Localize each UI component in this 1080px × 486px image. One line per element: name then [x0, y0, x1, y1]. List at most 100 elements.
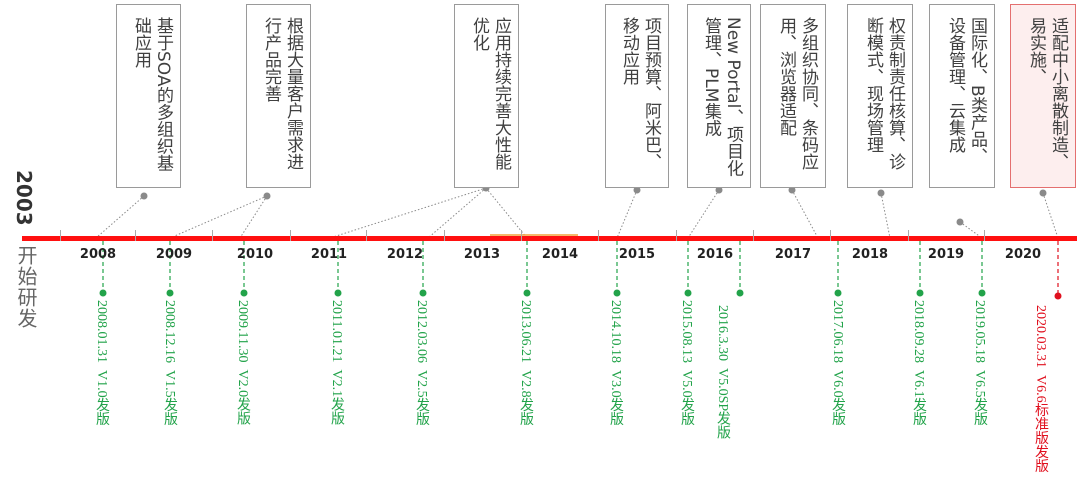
axis-tick: [366, 230, 367, 241]
milestone-box-9: 适配中小离散制造、易实施、: [1010, 4, 1076, 188]
release-dot: [736, 289, 744, 297]
release-version: V2.1发版: [329, 369, 344, 426]
release-dot: [166, 289, 174, 297]
release-version: V6.1发版: [911, 370, 926, 426]
release-date: 2019.05.18: [972, 300, 987, 363]
release-dot: [1054, 292, 1062, 300]
connector-line: [616, 189, 638, 239]
release-date: 2012.03.06: [414, 300, 429, 363]
release-version: V3.0发版: [608, 370, 623, 426]
release-dot: [334, 289, 342, 297]
milestone-text: 权责制责任核算、诊断模式、现场管理: [863, 17, 905, 170]
release-date: 2008.12.16: [162, 300, 177, 363]
release-date: 2017.06.18: [830, 300, 845, 363]
release-dot: [916, 289, 924, 297]
connector-dot: [1039, 189, 1047, 197]
milestone-box-6: 多组织协同、条码应用、浏览器适配: [760, 4, 826, 188]
release-note-3: 2009.11.30 V2.0发版: [234, 300, 251, 425]
milestone-text: New Portal、项目化管理、PLM集成: [701, 17, 743, 177]
release-note-6: 2013.06.21 V2.8发版: [517, 300, 534, 426]
release-date: 2018.09.28: [911, 300, 926, 363]
release-version: V2.5发版: [414, 370, 429, 426]
connector-line: [169, 195, 268, 239]
axis-tick: [290, 230, 291, 241]
release-version: V2.8发版: [518, 370, 533, 426]
release-dot: [978, 289, 986, 297]
connector-line: [427, 187, 487, 239]
year-label-2017: 2017: [774, 247, 812, 262]
axis-tick: [598, 230, 599, 241]
release-dot: [240, 289, 248, 297]
connector-line: [329, 187, 487, 239]
connector-line: [1042, 192, 1059, 239]
connector-dot: [877, 189, 885, 197]
milestone-text: 基于SOA的多组织基础应用: [131, 17, 173, 172]
release-note-8: 2015.08.13 V5.0发版: [678, 300, 695, 426]
release-dot: [684, 289, 692, 297]
release-dot: [99, 289, 107, 297]
release-date: 2009.11.30: [235, 300, 250, 363]
axis-tick: [444, 230, 445, 241]
release-date: 2015.08.13: [679, 300, 694, 363]
milestone-box-1: 基于SOA的多组织基础应用: [116, 4, 181, 188]
axis-tick: [908, 230, 909, 241]
year-label-2016: 2016: [696, 247, 734, 262]
year-label-2015: 2015: [618, 247, 656, 262]
year-label-2012: 2012: [386, 247, 424, 262]
release-note-10: 2017.06.18 V6.0发版: [829, 300, 846, 426]
release-dot: [419, 289, 427, 297]
connector-line: [95, 195, 145, 239]
axis-tick: [753, 230, 754, 241]
milestone-box-8: 国际化、B类产品、设备管理、云集成: [929, 4, 995, 188]
milestone-box-4: 项目预算、阿米巴、移动应用: [605, 4, 669, 188]
connector-dot: [263, 192, 271, 200]
release-version: V5.0SP发版: [715, 368, 730, 440]
release-note-9: 2016.3.30 V5.0SP发版: [712, 305, 732, 475]
milestone-box-7: 权责制责任核算、诊断模式、现场管理: [847, 4, 913, 188]
start-year: 2003: [12, 170, 36, 226]
year-label-2008: 2008: [79, 247, 117, 262]
connector-line: [791, 189, 819, 239]
milestone-text: 项目预算、阿米巴、移动应用: [619, 17, 661, 170]
release-date: 2008.01.31: [94, 300, 109, 363]
connector-dot: [956, 218, 964, 226]
release-note-1: 2008.01.31 V1.0发版: [93, 300, 110, 426]
milestone-text: 国际化、B类产品、设备管理、云集成: [945, 17, 987, 165]
milestone-text: 根据大量客户需求进行产品完善: [261, 17, 303, 170]
year-label-2018: 2018: [851, 247, 889, 262]
release-dot: [523, 289, 531, 297]
axis-tick: [676, 230, 677, 241]
release-note-13: 2020.03.31 V6.6标准版发版: [1030, 305, 1050, 475]
axis-tick: [60, 230, 61, 241]
release-date: 2016.3.30: [715, 305, 730, 361]
release-version: V6.5发版: [972, 370, 987, 426]
release-date: 2020.03.31: [1033, 305, 1048, 368]
release-version: V1.5发版: [162, 370, 177, 426]
release-date: 2014.10.18: [608, 300, 623, 363]
release-note-2: 2008.12.16 V1.5发版: [161, 300, 178, 426]
year-label-2020: 2020: [1004, 247, 1042, 262]
connector-line: [239, 195, 268, 239]
axis-tick: [984, 230, 985, 241]
axis-tick: [521, 230, 522, 241]
release-version: V2.0发版: [235, 369, 250, 426]
milestone-box-5: New Portal、项目化管理、PLM集成: [687, 4, 751, 188]
release-version: V6.0发版: [830, 370, 845, 426]
year-label-2019: 2019: [927, 247, 965, 262]
release-version: V5.0发版: [679, 370, 694, 426]
release-date: 2011.01.21: [329, 300, 344, 363]
year-label-2011: 2011: [310, 247, 348, 262]
release-note-5: 2012.03.06 V2.5发版: [413, 300, 430, 426]
release-note-11: 2018.09.28 V6.1发版: [910, 300, 927, 426]
connector-line: [687, 189, 720, 239]
release-note-4: 2011.01.21 V2.1发版: [328, 300, 345, 425]
release-date: 2013.06.21: [518, 300, 533, 363]
year-label-2009: 2009: [155, 247, 193, 262]
release-note-12: 2019.05.18 V6.5发版: [971, 300, 988, 426]
release-version: V6.6标准版发版: [1033, 375, 1048, 473]
milestone-text: 应用持续完善大性能优化: [469, 17, 511, 170]
connector-line: [880, 192, 891, 239]
year-label-2010: 2010: [236, 247, 274, 262]
timeline-axis: [22, 236, 1077, 241]
